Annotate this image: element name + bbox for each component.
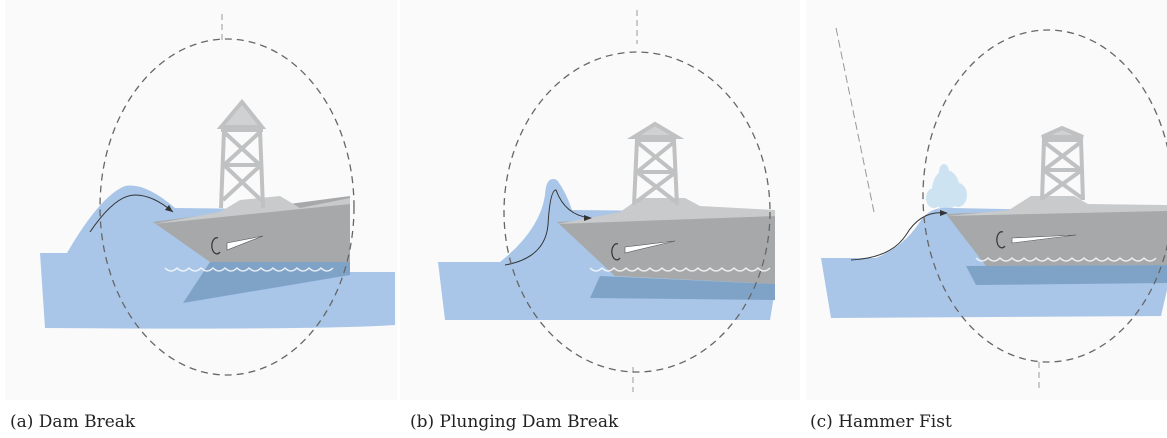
ship (946, 125, 1167, 285)
wave-crest-icon (975, 256, 1157, 262)
hull-underwater (590, 276, 775, 300)
panel-hammer-fist (806, 0, 1167, 400)
flow-arrow-icon (850, 212, 947, 261)
derrick-tower-icon (626, 121, 685, 206)
panel-plunging-dam-break (400, 0, 800, 400)
flow-arrow-icon (504, 189, 591, 266)
ship-hull (946, 205, 1167, 266)
load-vector (1011, 234, 1077, 244)
load-vector (226, 235, 264, 251)
rotation-arrow-icon (611, 243, 621, 261)
hull-underwater (966, 265, 1167, 285)
caption-plunging-dam-break: (b) Plunging Dam Break (410, 412, 619, 432)
ship-deck (153, 196, 350, 224)
ship-deck (946, 196, 1167, 216)
derrick-tower-icon (216, 98, 267, 209)
caption-hammer-fist: (c) Hammer Fist (810, 412, 952, 432)
derrick-tower-icon (1040, 125, 1085, 201)
ship (153, 98, 350, 303)
ship (557, 121, 775, 300)
rotation-arrow-icon (211, 237, 221, 255)
zoom-ellipse (503, 51, 771, 373)
wave-crest-icon (164, 266, 334, 272)
ship-hull (153, 196, 350, 262)
reference-line (835, 27, 875, 213)
zoom-ellipse (99, 38, 355, 376)
panel-dam-break (5, 0, 397, 400)
hammer-fist-diagram (821, 27, 1167, 392)
flow-arrow-icon (89, 194, 174, 233)
plunging-dam-break-diagram (438, 10, 775, 392)
caption-dam-break: (a) Dam Break (10, 412, 136, 432)
hull-underwater (183, 262, 350, 303)
wave-crest-icon (589, 266, 771, 272)
ship-deck (557, 198, 775, 224)
dam-break-diagram (40, 14, 395, 376)
ship-hull (557, 210, 775, 284)
zoom-ellipse (922, 29, 1167, 363)
spray-icon (926, 164, 967, 210)
load-vector (624, 240, 676, 254)
rotation-arrow-icon (996, 231, 1006, 249)
